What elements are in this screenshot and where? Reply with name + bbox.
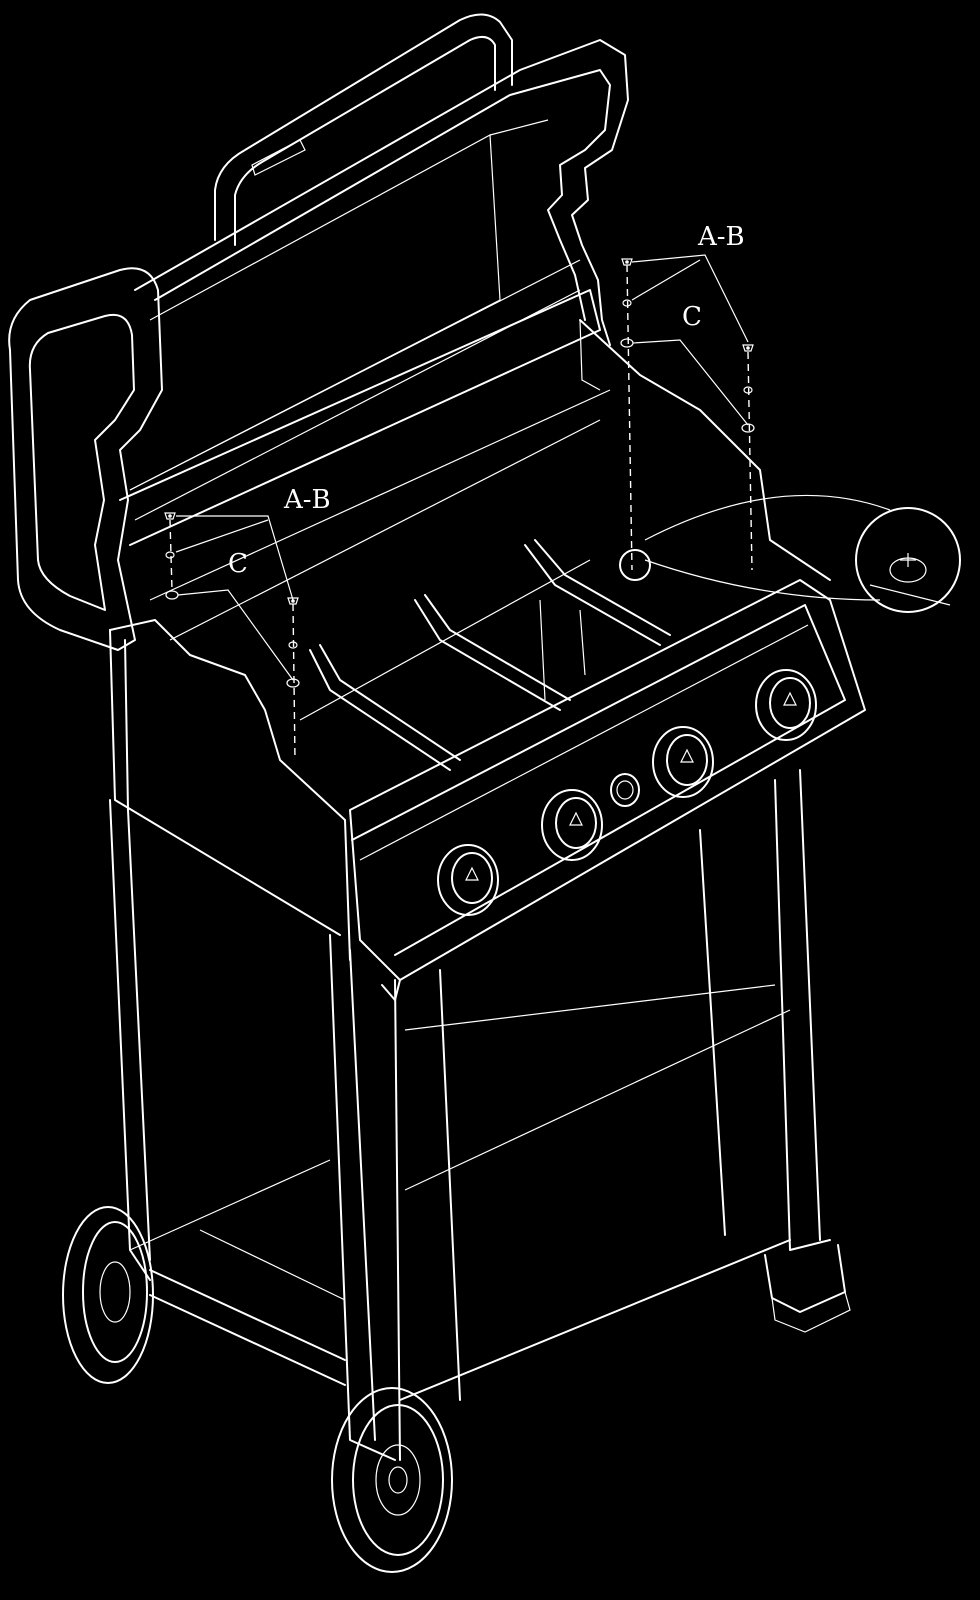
left-washer-c-icon <box>165 551 179 600</box>
callout-right-ab: A-B <box>697 222 745 252</box>
left-screw-a-icon <box>164 512 176 520</box>
callout-right-c: C <box>682 302 702 332</box>
detail-magnifier <box>619 494 961 613</box>
control-knob-3 <box>652 726 714 798</box>
callout-left-c: C <box>228 549 248 579</box>
right-fasteners <box>620 254 755 571</box>
right-screw-b-icon <box>742 344 754 352</box>
cart-frame <box>109 769 831 1461</box>
control-knob-4 <box>755 669 817 741</box>
right-screw-a-icon <box>621 258 633 266</box>
callout-left-ab: A-B <box>283 485 331 515</box>
right-washer-c2-icon <box>741 386 755 433</box>
left-side-handle <box>8 267 163 651</box>
control-knob-2 <box>541 789 603 861</box>
rear-wheel <box>62 1206 154 1384</box>
left-screw-b-icon <box>287 597 299 605</box>
igniter-button <box>610 773 640 807</box>
control-panel <box>349 579 866 1001</box>
control-knob-1 <box>437 844 499 916</box>
left-fasteners <box>164 512 300 761</box>
firebox-back-wall <box>119 289 831 641</box>
grill-lid <box>129 39 629 521</box>
burner-tubes <box>299 539 671 771</box>
front-wheel <box>331 1387 453 1573</box>
front-right-foot <box>764 1244 851 1333</box>
left-washer-c2-icon <box>286 641 300 688</box>
lid-handle <box>214 13 513 246</box>
firebox-left-side <box>109 619 351 961</box>
